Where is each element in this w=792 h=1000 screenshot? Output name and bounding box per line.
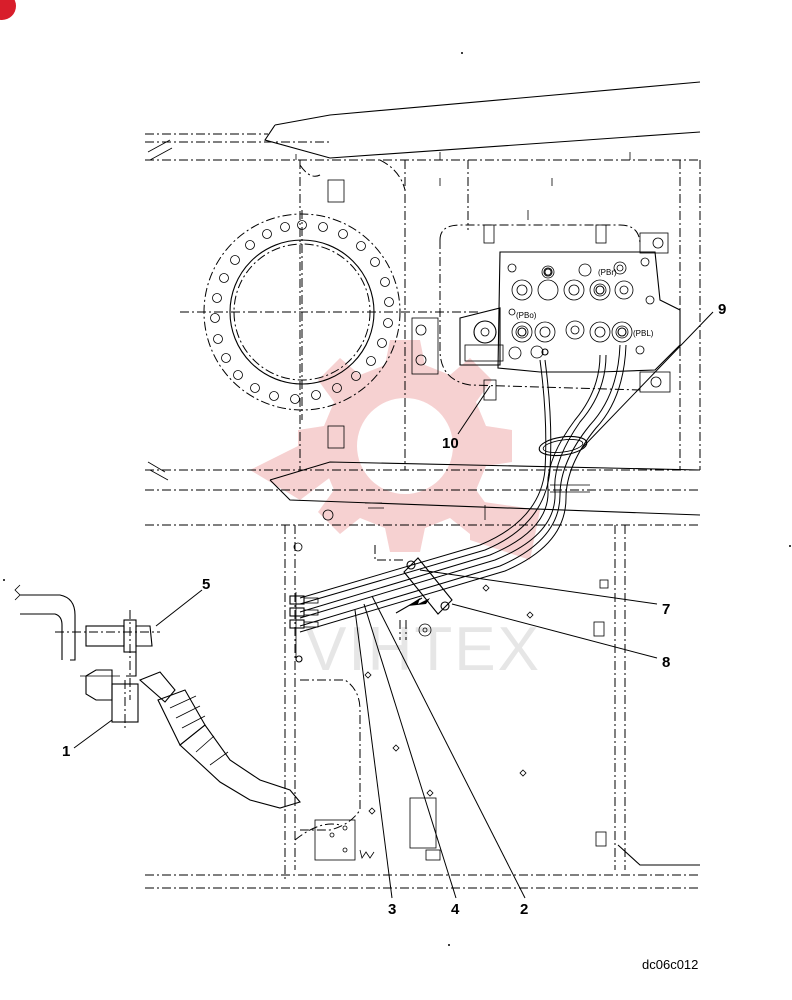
callout-1: 1 [62, 743, 70, 760]
callout-3: 3 [388, 901, 396, 918]
hose-bundle [299, 344, 627, 633]
callout-5: 5 [202, 576, 210, 593]
frame-outline [145, 81, 701, 889]
watermark-text: VIHTEX [305, 615, 541, 684]
corner-badge-icon [0, 0, 16, 20]
port-label-pbr: (PBr) [598, 268, 617, 277]
port-label-pbl: (PBL) [633, 329, 654, 338]
detail-inset [14, 584, 301, 809]
watermark-gear-icon [250, 340, 540, 560]
callout-9: 9 [718, 301, 726, 318]
callout-10: 10 [442, 435, 459, 452]
drawing-code: dc06c012 [642, 957, 698, 972]
port-label-pbo: (PBo) [516, 311, 537, 320]
leader-lines [73, 311, 714, 899]
direction-arrow-icon [408, 598, 430, 606]
callout-7: 7 [662, 601, 670, 618]
callout-2: 2 [520, 901, 528, 918]
callout-4: 4 [451, 901, 460, 918]
hose-end-fittings [289, 592, 319, 663]
swing-bearing [180, 210, 480, 420]
callout-8: 8 [662, 654, 670, 671]
bolt-holes [210, 220, 394, 404]
control-valve: (PBr) (PBo) (PBL) [459, 251, 681, 373]
